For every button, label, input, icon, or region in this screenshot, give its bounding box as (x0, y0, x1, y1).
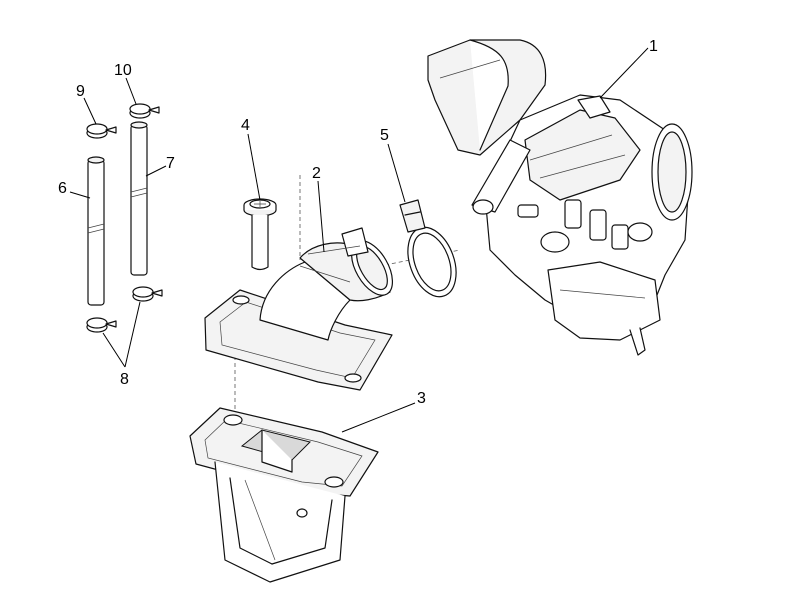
callout-9: 9 (76, 83, 85, 100)
callout-labels: 1 2 3 4 5 6 7 8 9 10 (58, 38, 658, 407)
callout-leaders (69, 47, 649, 433)
carburetor-1 (427, 39, 693, 356)
hose-7 (130, 121, 148, 276)
callout-4: 4 (241, 117, 250, 134)
clip-9 (86, 123, 117, 139)
callout-8: 8 (120, 371, 129, 388)
callout-7: 7 (166, 155, 175, 172)
callout-3: 3 (417, 390, 426, 407)
callout-5: 5 (380, 127, 389, 144)
callout-1: 1 (649, 38, 658, 55)
callout-10: 10 (114, 62, 132, 79)
clip-8-upper (132, 286, 163, 302)
callout-2: 2 (312, 165, 321, 182)
hose-clamp-5 (399, 199, 457, 298)
hose-6 (87, 156, 105, 306)
intake-manifold-2 (204, 227, 394, 391)
callout-6: 6 (58, 180, 67, 197)
clip-8-lower (86, 317, 117, 333)
clip-10 (129, 103, 160, 119)
screw-4 (243, 198, 277, 271)
reed-valve-3 (189, 407, 379, 583)
